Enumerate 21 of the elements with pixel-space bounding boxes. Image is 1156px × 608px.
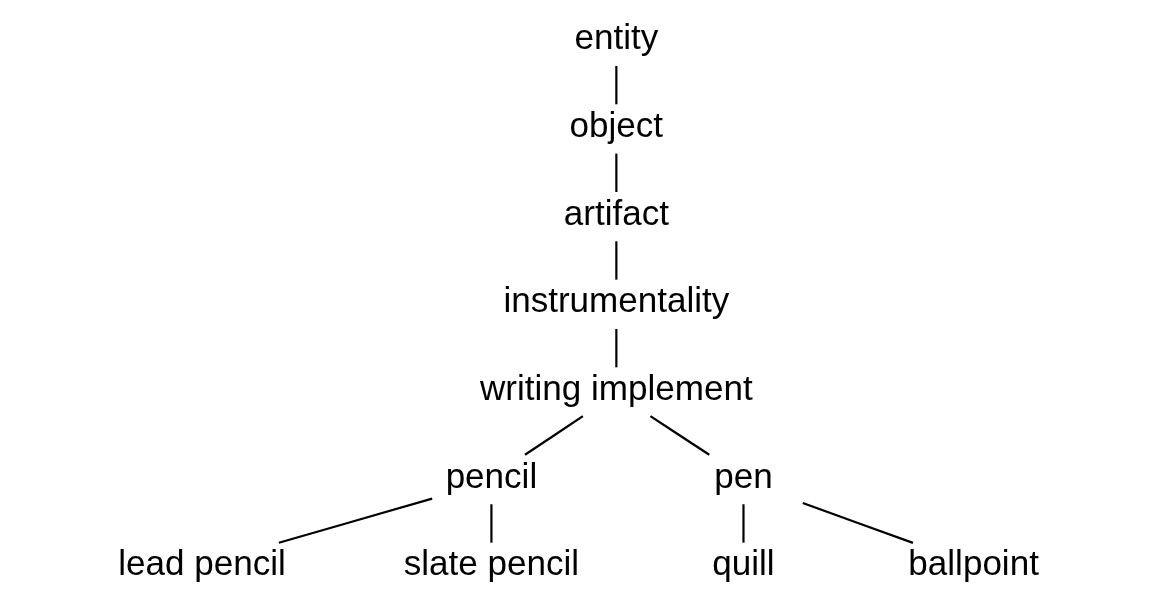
connector [649, 415, 710, 456]
connector [615, 153, 618, 192]
node-text: pencil [445, 455, 538, 495]
connector [615, 328, 618, 368]
node-text: instrumentality [503, 280, 730, 320]
node-text: pen [714, 455, 773, 495]
node-text: writing implement [480, 368, 753, 407]
node-text: object [569, 104, 664, 144]
connector [524, 415, 584, 456]
node-text: artifact [563, 192, 669, 232]
node-text: entity [574, 17, 659, 57]
connector [490, 504, 493, 543]
node-text: quill [712, 543, 775, 583]
connector [615, 65, 618, 105]
connector [802, 501, 914, 544]
node-text: slate pencil [403, 543, 580, 583]
connector [615, 241, 618, 280]
connector [278, 497, 433, 544]
node-text: lead pencil [118, 543, 286, 583]
node-text: ballpoint [908, 543, 1039, 583]
connector [742, 504, 745, 543]
